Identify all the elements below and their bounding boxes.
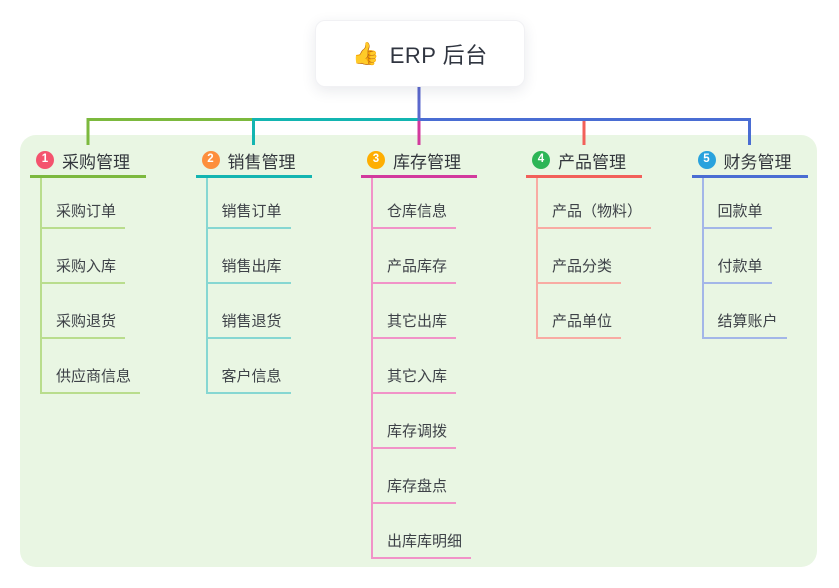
child-node[interactable]: 产品单位 bbox=[538, 310, 622, 339]
child-row: 回款单 bbox=[703, 178, 787, 229]
child-node[interactable]: 其它入库 bbox=[373, 365, 457, 394]
child-node[interactable]: 产品分类 bbox=[538, 255, 622, 284]
child-node[interactable]: 销售订单 bbox=[207, 200, 291, 229]
child-row: 销售退货 bbox=[207, 284, 291, 339]
branch-label: 库存管理 bbox=[393, 152, 461, 172]
root-node-label: ERP 后台 bbox=[389, 42, 488, 68]
child-row: 其它入库 bbox=[373, 339, 471, 394]
branch-children: 仓库信息产品库存其它出库其它入库库存调拨库存盘点出库库明细 bbox=[371, 178, 472, 559]
child-node[interactable]: 产品（物料） bbox=[538, 200, 652, 229]
branch-header[interactable]: 4 产品管理 bbox=[526, 145, 642, 178]
branch-header[interactable]: 5 财务管理 bbox=[691, 145, 808, 178]
child-row: 产品分类 bbox=[538, 229, 651, 284]
branch-children: 产品（物料） 产品分类产品单位 bbox=[536, 178, 652, 339]
child-row: 仓库信息 bbox=[373, 178, 471, 229]
child-row: 供应商信息 bbox=[42, 339, 141, 394]
branch-header[interactable]: 3 库存管理 bbox=[361, 145, 477, 178]
child-node[interactable]: 采购入库 bbox=[42, 255, 126, 284]
child-node[interactable]: 出库库明细 bbox=[373, 530, 472, 559]
branch-children: 采购订单采购入库采购退货供应商信息 bbox=[40, 178, 141, 394]
child-node[interactable]: 回款单 bbox=[703, 200, 772, 229]
child-node[interactable]: 其它出库 bbox=[373, 310, 457, 339]
child-node[interactable]: 结算账户 bbox=[703, 310, 787, 339]
branch-node-3: 3 库存管理仓库信息产品库存其它出库其它入库库存调拨库存盘点出库库明细 bbox=[361, 145, 477, 559]
child-row: 其它出库 bbox=[373, 284, 471, 339]
branch-index-badge: 5 bbox=[697, 151, 716, 169]
child-node[interactable]: 供应商信息 bbox=[42, 365, 141, 394]
thumbs-up-icon: 👍 bbox=[352, 40, 380, 66]
branch-index-badge: 1 bbox=[36, 151, 54, 169]
branch-label: 产品管理 bbox=[558, 152, 626, 172]
child-row: 采购退货 bbox=[42, 284, 140, 339]
branch-label: 销售管理 bbox=[227, 152, 296, 172]
child-node[interactable]: 采购退货 bbox=[42, 310, 126, 339]
branches-panel bbox=[20, 135, 817, 567]
branch-node-2: 2 销售管理销售订单销售出库销售退货客户信息 bbox=[195, 145, 312, 394]
branch-children: 销售订单销售出库销售退货客户信息 bbox=[205, 178, 291, 394]
child-node[interactable]: 产品库存 bbox=[373, 255, 457, 284]
child-row: 采购订单 bbox=[42, 178, 140, 229]
branch-node-1: 1 采购管理采购订单采购入库采购退货供应商信息 bbox=[30, 145, 146, 394]
root-node[interactable]: 👍 ERP 后台 bbox=[315, 20, 525, 87]
child-row: 产品库存 bbox=[373, 229, 471, 284]
child-row: 销售出库 bbox=[207, 229, 291, 284]
branch-index-badge: 3 bbox=[367, 151, 385, 169]
branch-header[interactable]: 2 销售管理 bbox=[195, 145, 312, 178]
child-row: 出库库明细 bbox=[373, 504, 472, 559]
child-row: 结算账户 bbox=[703, 284, 787, 339]
child-row: 销售订单 bbox=[207, 178, 291, 229]
child-node[interactable]: 销售出库 bbox=[207, 255, 291, 284]
branch-children: 回款单付款单结算账户 bbox=[701, 178, 787, 339]
branch-header[interactable]: 1 采购管理 bbox=[30, 145, 146, 178]
child-row: 产品（物料） bbox=[538, 178, 652, 229]
child-row: 付款单 bbox=[703, 229, 787, 284]
child-row: 库存盘点 bbox=[373, 449, 471, 504]
child-node[interactable]: 库存盘点 bbox=[373, 475, 457, 504]
child-row: 采购入库 bbox=[42, 229, 140, 284]
child-node[interactable]: 客户信息 bbox=[207, 365, 291, 394]
child-node[interactable]: 库存调拨 bbox=[373, 420, 457, 449]
child-node[interactable]: 付款单 bbox=[703, 255, 772, 284]
branch-label: 财务管理 bbox=[723, 152, 792, 172]
child-row: 客户信息 bbox=[207, 339, 291, 394]
child-row: 库存调拨 bbox=[373, 394, 471, 449]
child-node[interactable]: 采购订单 bbox=[42, 200, 126, 229]
branch-index-badge: 4 bbox=[532, 151, 550, 169]
branch-index-badge: 2 bbox=[201, 151, 220, 169]
branch-node-4: 4 产品管理产品（物料） 产品分类产品单位 bbox=[526, 145, 652, 339]
child-row: 产品单位 bbox=[538, 284, 651, 339]
child-node[interactable]: 销售退货 bbox=[207, 310, 291, 339]
child-node[interactable]: 仓库信息 bbox=[373, 200, 457, 229]
branch-label: 采购管理 bbox=[62, 152, 130, 172]
branch-node-5: 5 财务管理回款单付款单结算账户 bbox=[691, 145, 808, 339]
